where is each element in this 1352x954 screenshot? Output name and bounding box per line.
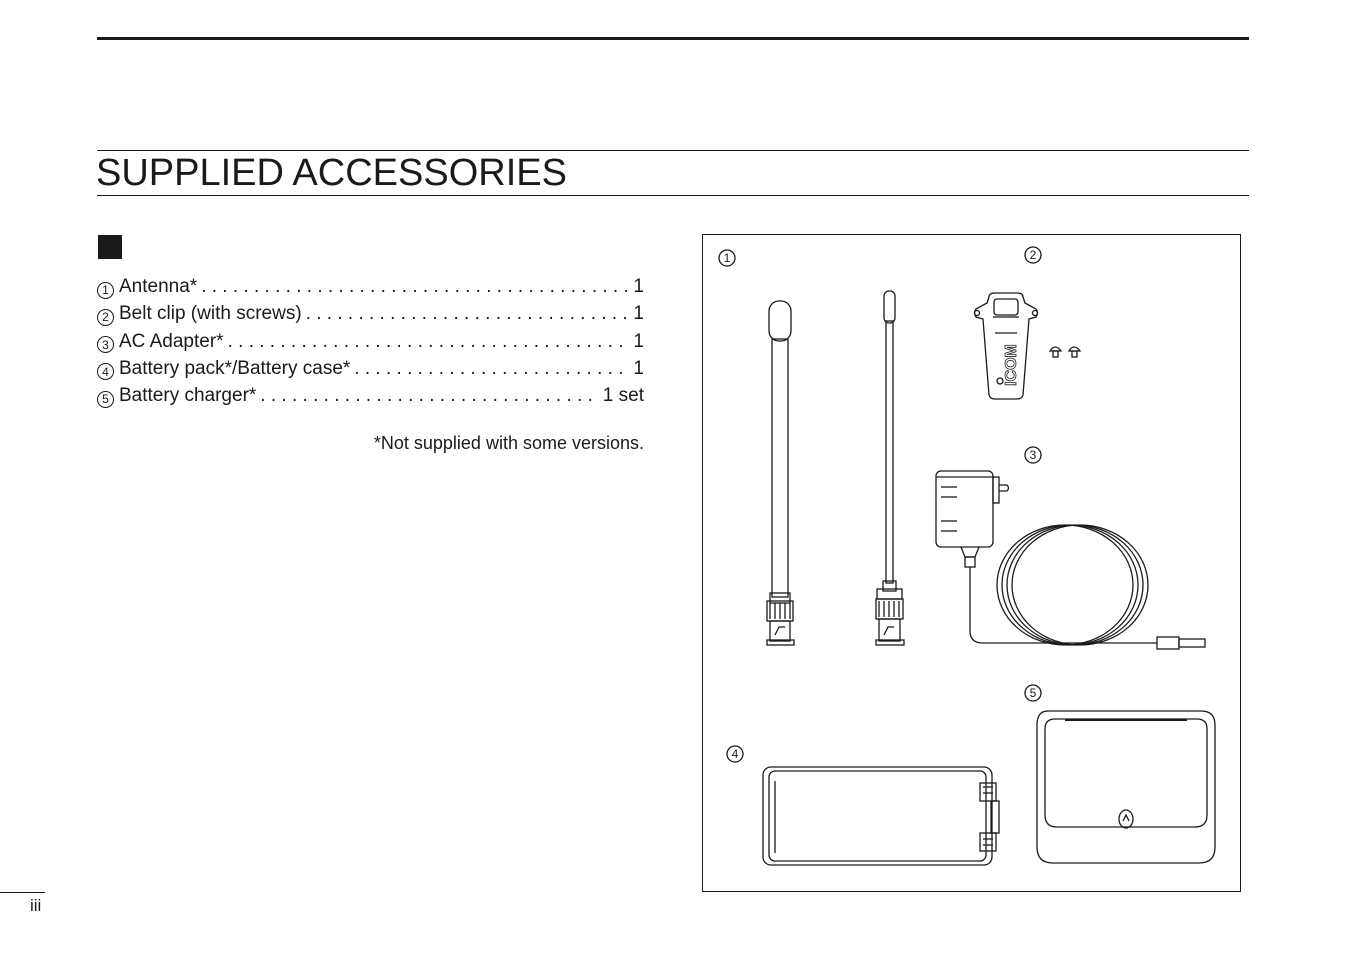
callout-5: 5 [1024,684,1042,702]
item-name: Antenna* [119,276,198,297]
callout-1: 1 [718,249,736,267]
svg-text:3: 3 [1030,448,1037,462]
dot-leader [260,382,599,409]
item-quantity: 1 [633,357,644,379]
page-number-rule [0,892,45,893]
screws-illustration [1048,346,1082,358]
ac-adapter-illustration [935,470,1206,650]
callout-2: 2 [1024,246,1042,264]
accessories-figure: 1 2 3 4 5 [702,234,1241,892]
svg-text:5: 5 [1030,686,1037,700]
battery-charger-illustration [1036,710,1216,864]
dot-leader [201,273,629,300]
antenna-short-illustration [766,300,795,646]
battery-pack-illustration [762,766,1000,866]
dot-leader [354,355,629,382]
title-rule-top [97,150,1249,151]
accessory-list: 1 Antenna* 1 2 Belt clip (with screws) 1… [97,273,644,409]
dot-leader [306,300,630,327]
callout-3: 3 [1024,446,1042,464]
item-quantity: 1 [633,303,644,325]
dot-leader [228,328,630,355]
list-item: 2 Belt clip (with screws) 1 [97,300,644,327]
antenna-long-illustration [875,290,905,646]
header-rule [97,37,1249,40]
callout-4: 4 [726,745,744,763]
title-rule-bottom [97,195,1249,196]
list-item: 3 AC Adapter* 1 [97,328,644,355]
item-name: Battery pack*/Battery case* [119,357,351,379]
item-number: 4 [97,363,114,381]
item-number: 5 [97,390,114,408]
item-quantity: 1 [633,330,644,352]
item-number: 2 [97,308,114,326]
icom-logo: ICOM [1003,344,1020,386]
item-quantity: 1 set [602,385,644,407]
list-item: 5 Battery charger* 1 set [97,382,644,409]
item-number: 1 [97,281,114,299]
belt-clip-illustration: ICOM [973,292,1039,400]
item-name: Battery charger* [119,385,257,407]
page-number: iii [30,896,42,915]
item-name: Belt clip (with screws) [119,303,302,325]
svg-text:4: 4 [732,747,739,761]
footnote: *Not supplied with some versions. [373,433,644,453]
list-item: 4 Battery pack*/Battery case* 1 [97,355,644,382]
page-title: SUPPLIED ACCESSORIES [96,152,567,194]
svg-text:2: 2 [1030,248,1037,262]
item-name: AC Adapter* [119,330,224,352]
svg-text:1: 1 [724,251,731,265]
accessories-illustration: 1 2 3 4 5 [718,246,1216,866]
item-quantity: 1 [633,276,644,297]
item-number: 3 [97,336,114,354]
list-item: 1 Antenna* 1 [97,273,644,300]
section-marker [98,235,122,259]
